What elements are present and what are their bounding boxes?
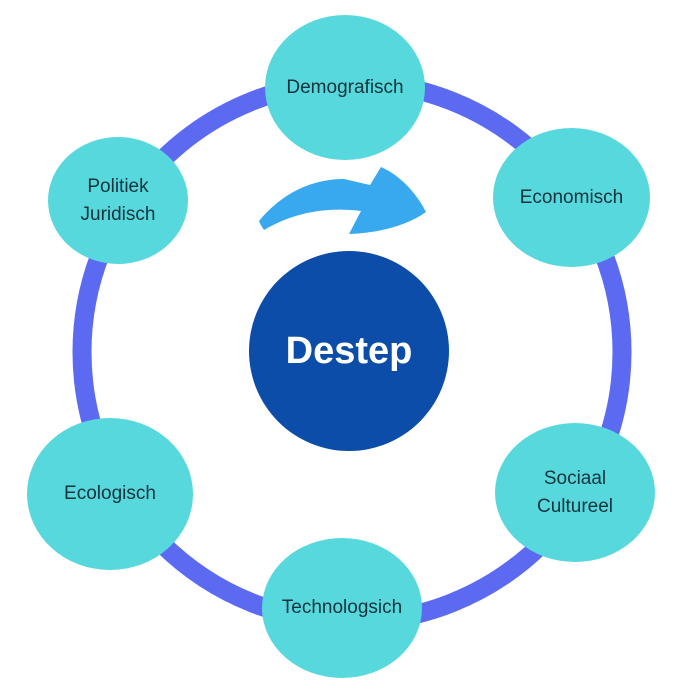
node-label: Demografisch (286, 76, 404, 98)
node-label: Politiek Juridisch (80, 175, 156, 225)
node-label: Technologsich (281, 597, 403, 619)
node-ecologisch: Ecologisch (27, 418, 193, 570)
node-label: Economisch (519, 186, 624, 208)
node-politiek-juridisch: Politiek Juridisch (48, 137, 188, 264)
node-label: Sociaal Cultureel (536, 467, 614, 517)
center-node-destep: Destep (249, 251, 449, 451)
node-technologsich: Technologsich (262, 538, 422, 678)
node-economisch: Economisch (493, 128, 650, 267)
node-sociaal-cultureel: Sociaal Cultureel (495, 423, 655, 562)
center-label: Destep (285, 329, 413, 372)
node-label: Ecologisch (64, 483, 156, 505)
node-demografisch: Demografisch (265, 15, 425, 160)
